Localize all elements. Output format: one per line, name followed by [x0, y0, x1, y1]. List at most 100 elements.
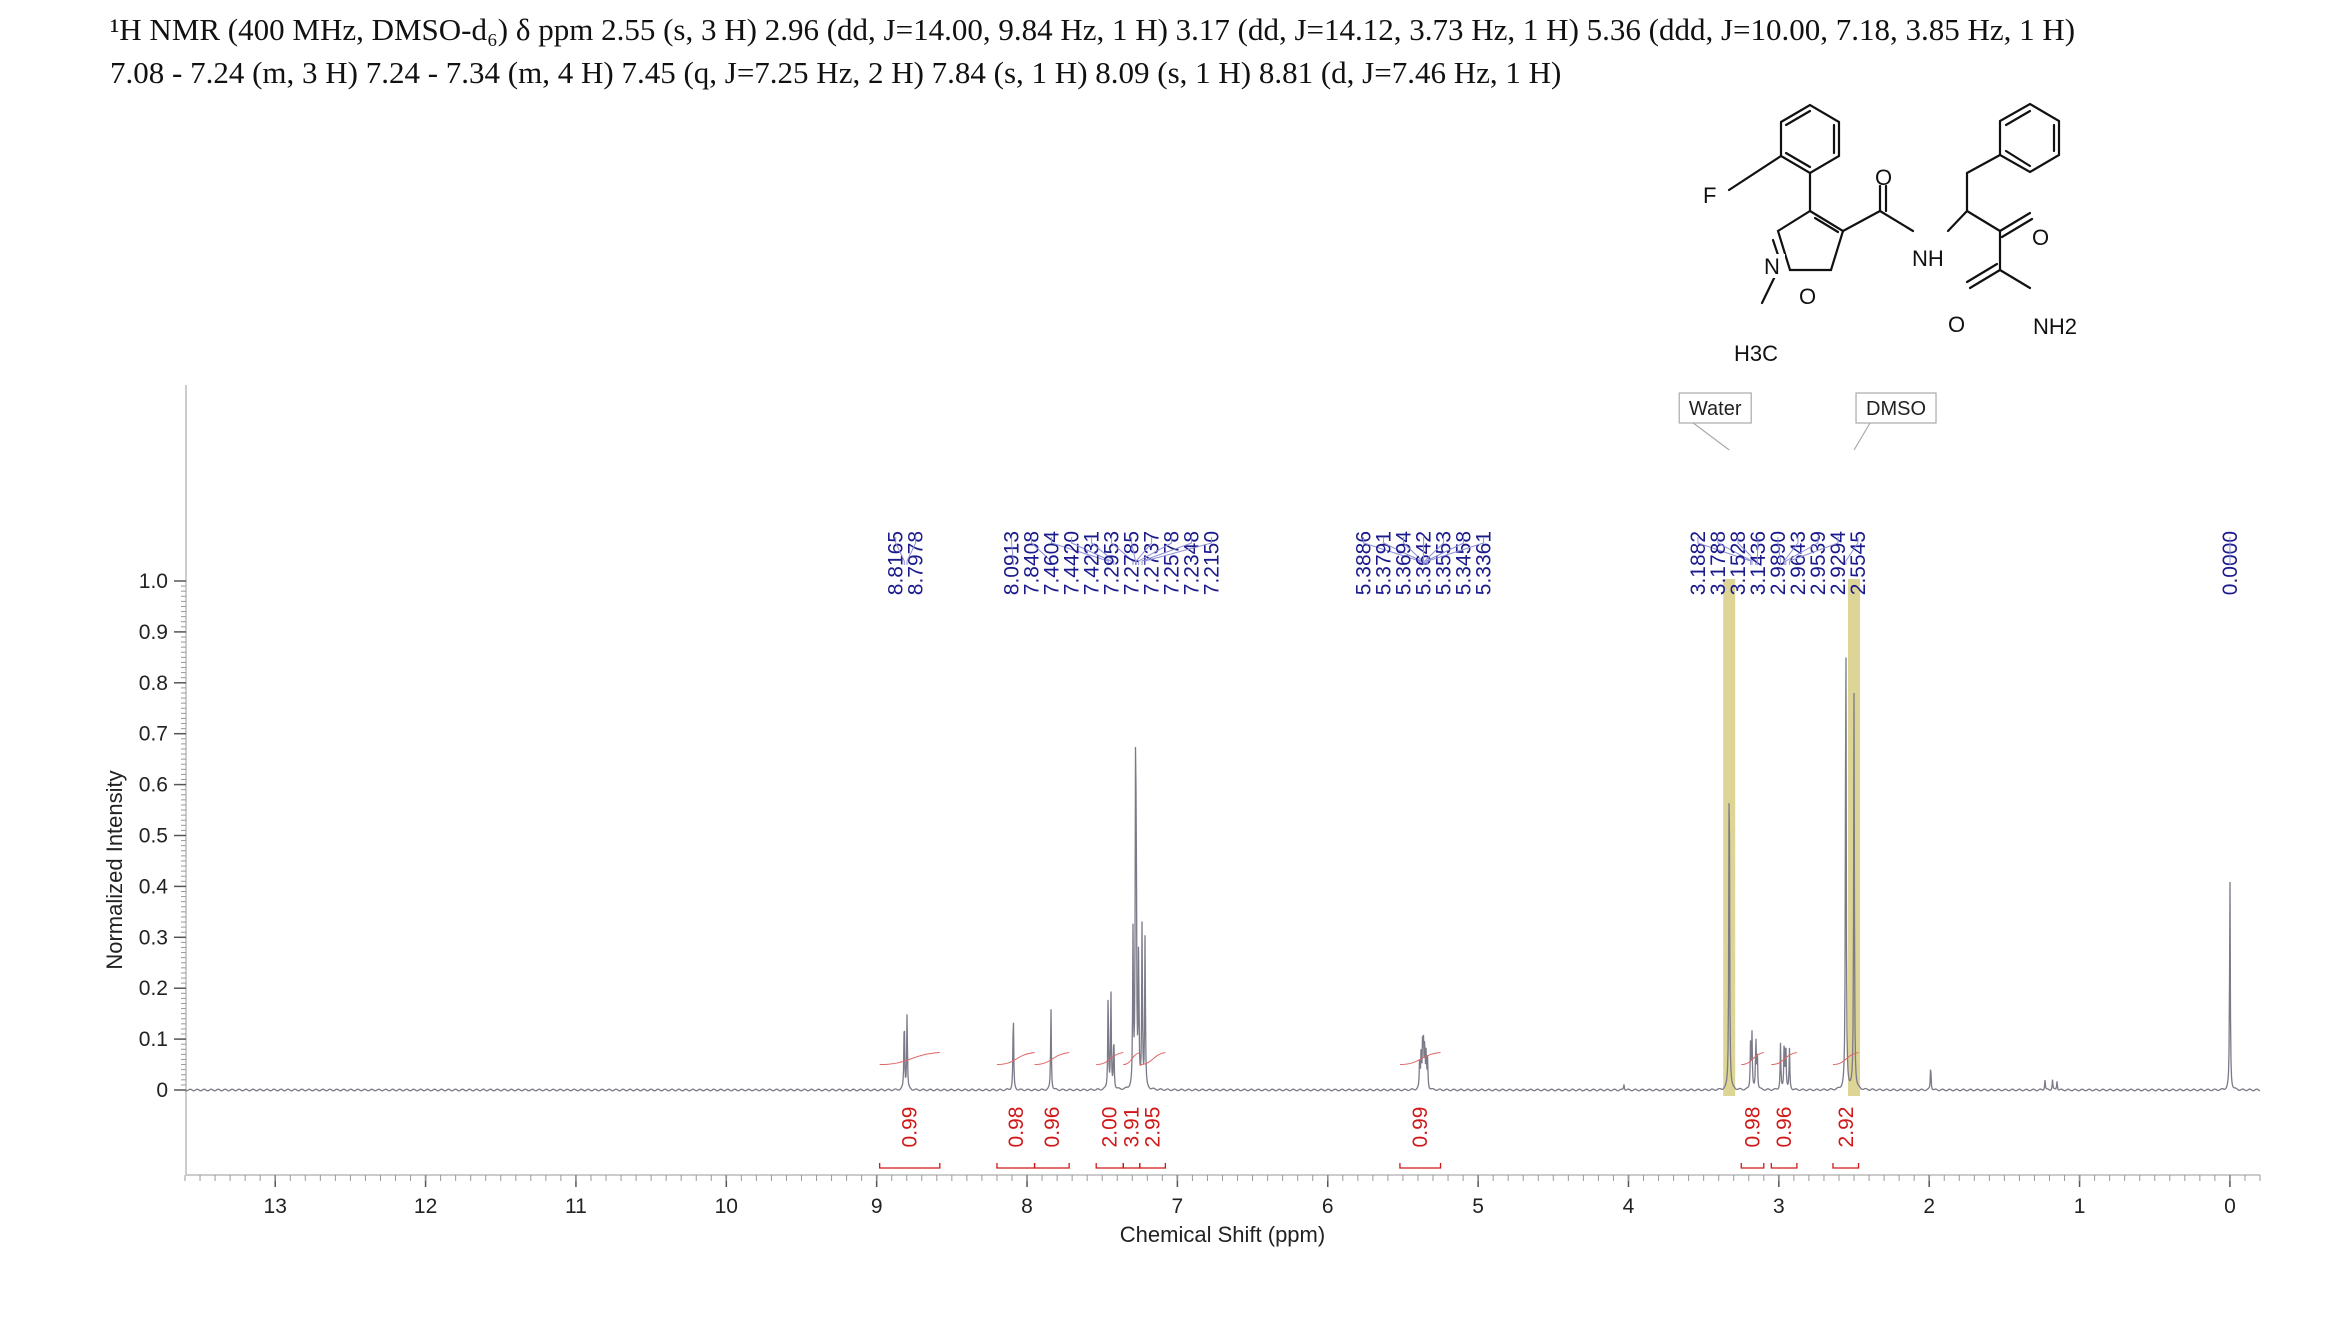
peak-label-leader [1783, 537, 1799, 565]
y-tick-label: 0 [156, 1079, 168, 1102]
y-tick-label: 0.9 [139, 621, 168, 644]
peak-label: 2.9539 [1807, 531, 1830, 595]
peak-label-leader [1051, 537, 1109, 565]
solvent-leader [1692, 422, 1730, 451]
peak-label: 7.2953 [1101, 531, 1124, 595]
peak-label: 2.9890 [1767, 531, 1790, 595]
y-tick-label: 0.5 [139, 825, 168, 848]
integral-value: 0.99 [899, 1107, 922, 1148]
x-tick-label: 9 [871, 1195, 883, 1218]
integral-value: 0.96 [1041, 1107, 1064, 1148]
spectrum-trace [184, 657, 2261, 1092]
integral-bracket [1139, 1163, 1167, 1169]
peak-label: 5.3642 [1413, 531, 1436, 595]
x-tick-label: 6 [1322, 1195, 1334, 1218]
phenyl-ring [1998, 102, 2061, 174]
peak-label: 5.3694 [1393, 531, 1416, 596]
integral-bracket [879, 1163, 941, 1169]
peak-label-leader [1788, 537, 1839, 565]
x-tick-label: 5 [1472, 1195, 1484, 1218]
x-axis-title: Chemical Shift (ppm) [1120, 1222, 1325, 1247]
x-tick-label: 2 [1923, 1195, 1935, 1218]
y-tick-label: 0.8 [139, 672, 168, 695]
atom-h3c: H3C [1734, 341, 1778, 366]
peak-label: 7.2785 [1121, 531, 1144, 595]
atom-o-carbamoyl: O [1948, 312, 1965, 337]
molecule-structure [1727, 102, 2061, 305]
integral-bracket [1740, 1163, 1765, 1169]
peak-label-leader [1031, 537, 1052, 565]
integral-curve [996, 1052, 1035, 1066]
peak-label-leader [1697, 537, 1752, 565]
atom-o-amide: O [1875, 165, 1892, 190]
integral-curve [1139, 1052, 1166, 1066]
solvent-label: Water [1689, 398, 1742, 420]
atom-nh: NH [1912, 246, 1944, 271]
peak-label-leader [1425, 537, 1465, 565]
peak-label: 7.4604 [1041, 531, 1064, 596]
integral-bracket [1033, 1163, 1070, 1169]
integral-curve [1399, 1052, 1441, 1066]
peak-label: 3.1882 [1687, 531, 1710, 595]
x-tick-label: 0 [2224, 1195, 2236, 1218]
integral-value: 2.00 [1099, 1107, 1122, 1148]
peak-label-leader [1011, 537, 1014, 565]
solvent-leader [1853, 422, 1871, 451]
x-tick-label: 10 [715, 1195, 738, 1218]
peak-label: 7.2150 [1201, 531, 1224, 595]
peak-label: 7.8408 [1021, 531, 1044, 595]
fluorophenyl-ring [1779, 103, 1841, 175]
integral-bracket [1770, 1163, 1798, 1169]
x-tick-label: 13 [264, 1195, 287, 1218]
integral-curve [1123, 1052, 1140, 1066]
integral-bracket [1399, 1163, 1442, 1169]
peak-label: 8.0913 [1001, 531, 1024, 595]
atom-n: N [1764, 254, 1780, 279]
peak-label: 7.4420 [1061, 531, 1084, 595]
solvent-label: DMSO [1866, 398, 1926, 420]
x-tick-label: 3 [1773, 1195, 1785, 1218]
peak-label: 5.3886 [1353, 531, 1376, 595]
c-f-bond [1727, 154, 1783, 192]
peak-label-leader [1845, 537, 1859, 565]
integral-value: 2.95 [1142, 1107, 1165, 1148]
integral-bracket [996, 1163, 1036, 1169]
peak-label-leader [1424, 537, 1445, 565]
peak-label-group: 3.18823.17883.15283.14362.98902.96432.95… [1687, 531, 1870, 596]
peak-label-leader [1383, 537, 1422, 565]
peak-label-leader [1138, 537, 1173, 565]
y-tick-label: 0.2 [139, 977, 168, 1000]
y-tick-label: 0.7 [139, 723, 168, 746]
peak-label-group: 8.09137.84087.46047.44207.42317.29537.27… [1001, 531, 1224, 596]
x-tick-label: 1 [2074, 1195, 2086, 1218]
peak-label-leader [1777, 537, 1781, 565]
integral-value: 0.99 [1409, 1107, 1432, 1148]
spectrum-header: ¹H NMR (400 MHz, DMSO-d₆) δ ppm 2.55 (s,… [110, 8, 2310, 95]
integral-value: 2.92 [1835, 1107, 1858, 1148]
peak-label-leader [1131, 537, 1137, 565]
y-tick-label: 1.0 [139, 570, 168, 593]
peak-label: 8.7978 [905, 531, 928, 595]
integral-curve [1832, 1052, 1859, 1066]
peak-label-leader [906, 537, 917, 565]
y-tick-label: 0.6 [139, 774, 168, 797]
integral-value: 0.98 [1742, 1107, 1765, 1148]
integral-value: 0.98 [1005, 1107, 1028, 1148]
integral-bracket [1122, 1163, 1141, 1169]
peak-label-leader [1141, 537, 1193, 565]
peak-label: 3.1436 [1747, 531, 1770, 595]
peak-label: 5.3553 [1433, 531, 1456, 595]
peak-label-leader [895, 537, 905, 565]
integral-bracket [1832, 1163, 1860, 1169]
atom-f: F [1703, 183, 1716, 208]
integral-value: 3.91 [1121, 1107, 1144, 1148]
peak-label-leader [1144, 537, 1213, 565]
integral-curve [1771, 1052, 1797, 1066]
peak-label-leader [1091, 537, 1115, 565]
peak-label-leader [1427, 537, 1485, 565]
peak-label: 2.5545 [1847, 531, 1870, 595]
x-tick-label: 12 [414, 1195, 437, 1218]
peak-label: 7.2578 [1161, 531, 1184, 595]
